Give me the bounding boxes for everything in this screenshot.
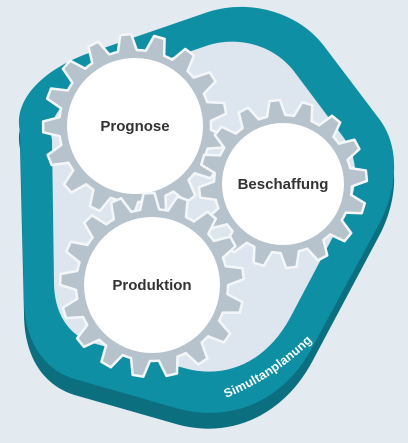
gear-prognose xyxy=(41,32,228,220)
gear-beschaffung xyxy=(197,98,369,270)
gear-label-produktion: Produktion xyxy=(112,277,191,294)
gear-label-beschaffung: Beschaffung xyxy=(238,176,329,193)
gear-hub xyxy=(67,58,203,194)
gear-hub xyxy=(222,123,344,245)
gear-produktion xyxy=(58,191,246,378)
gear-label-prognose: Prognose xyxy=(100,118,169,135)
gear-hub xyxy=(84,217,220,353)
